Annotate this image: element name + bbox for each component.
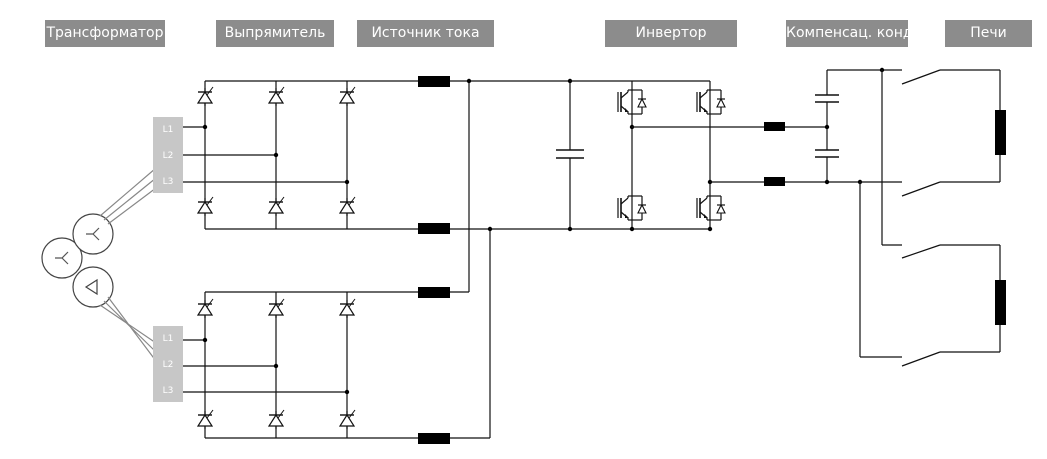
inductor-bottom-plus — [418, 287, 450, 298]
diode-top-3 — [339, 86, 356, 107]
diode-top-2 — [268, 86, 285, 107]
diode-top-1 — [197, 86, 214, 107]
header-current-source: Источник тока — [357, 20, 494, 47]
diode-bottom-2 — [268, 298, 285, 319]
header-furnaces: Печи — [945, 20, 1032, 47]
header-inverter: Инвертор — [605, 20, 737, 47]
diode-bottom-6 — [339, 409, 356, 430]
phase-label-top-l3: L3 — [163, 177, 174, 187]
compensation-capacitors — [815, 67, 902, 185]
diode-bottom-1 — [197, 298, 214, 319]
inverter — [570, 80, 860, 232]
furnace-2 — [995, 280, 1006, 325]
inductor-top-plus — [418, 76, 450, 87]
phase-label-top-l1: L1 — [163, 125, 174, 135]
furnace-1 — [995, 110, 1006, 155]
phase-box-bottom: L1 L2 L3 — [153, 326, 183, 402]
furnaces — [859, 69, 1006, 367]
diode-top-4 — [197, 196, 214, 217]
rectifier-top — [183, 80, 632, 230]
output-inductor-1 — [764, 122, 785, 131]
header-transformer: Трансформатор — [45, 20, 165, 47]
phase-label-bottom-l2: L2 — [163, 360, 174, 370]
igbt-4 — [696, 195, 726, 221]
dc-capacitor — [556, 78, 584, 232]
phase-box-top: L1 L2 L3 — [153, 117, 183, 193]
transformer — [41, 167, 157, 362]
phase-label-top-l2: L2 — [163, 151, 174, 161]
diode-bottom-3 — [339, 298, 356, 319]
rectifier-bottom — [183, 291, 420, 439]
header-rectifier: Выпрямитель — [216, 20, 334, 47]
current-source — [418, 76, 493, 444]
inductor-top-minus — [418, 223, 450, 234]
diode-bottom-5 — [268, 409, 285, 430]
phase-label-bottom-l1: L1 — [163, 334, 174, 344]
phase-label-bottom-l3: L3 — [163, 386, 174, 396]
output-inductor-2 — [764, 177, 785, 186]
diode-top-5 — [268, 196, 285, 217]
inductor-bottom-minus — [418, 433, 450, 444]
header-compensation: Компенсац. конд. — [786, 20, 917, 47]
diode-top-6 — [339, 196, 356, 217]
igbt-2 — [696, 89, 726, 115]
diode-bottom-4 — [197, 409, 214, 430]
